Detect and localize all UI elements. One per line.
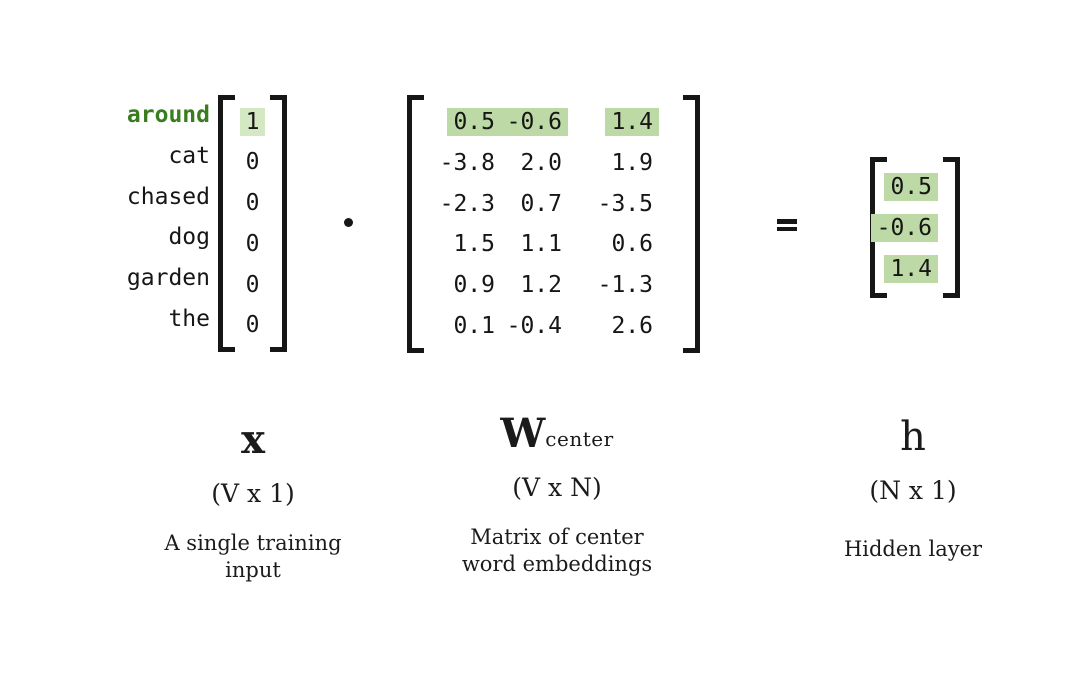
- center-embedding-matrix: 0.5 -0.6 1.4 -3.8 2.0 1.9 -2.3 0.7 -3.5 …: [407, 95, 700, 353]
- dims-w: (V x N): [512, 473, 602, 502]
- matrix-cell: -0.4: [506, 312, 562, 339]
- one-hot-value: 0: [245, 190, 260, 217]
- vocabulary-word-list: around cat chased dog garden the: [70, 95, 210, 352]
- equals-operator: [777, 219, 797, 231]
- label-group-x: x (V x 1) A single training input: [103, 418, 403, 584]
- dims-x: (V x 1): [211, 479, 295, 508]
- matrix-cell: -2.3: [439, 190, 495, 217]
- matrix-row: 0.9 1.2 -1.3: [407, 265, 700, 306]
- matrix-cell: 0.5: [447, 108, 501, 137]
- matrix-cell: -1.3: [597, 272, 653, 299]
- matrix-cell: 0.7: [520, 190, 562, 217]
- matrix-cell: 1.4: [605, 108, 659, 137]
- subscript-center: center: [545, 427, 614, 451]
- vocab-word-dog: dog: [168, 224, 210, 251]
- right-bracket: [943, 157, 960, 298]
- hidden-value: 1.4: [884, 254, 938, 283]
- hidden-value: 0.5: [884, 172, 938, 201]
- matrix-cell: 0.1: [453, 312, 495, 339]
- vocab-word-chased: chased: [126, 183, 210, 210]
- symbol-h: h: [900, 414, 926, 460]
- one-hot-value: 0: [245, 312, 260, 339]
- desc-w: Matrix of center word embeddings: [461, 525, 653, 576]
- one-hot-input-vector: 1 0 0 0 0 0: [218, 95, 287, 352]
- one-hot-value: 0: [245, 271, 260, 298]
- label-group-h: h (N x 1) Hidden layer: [763, 415, 1063, 563]
- matrix-cell: 2.0: [520, 149, 562, 176]
- matrix-cell: -3.8: [439, 149, 495, 176]
- label-group-w-center: Wcenter (V x N) Matrix of center word em…: [407, 412, 707, 578]
- matrix-row-highlighted: 0.5 -0.6 1.4: [407, 102, 700, 143]
- symbol-w-center: Wcenter: [500, 410, 614, 457]
- matrix-row: 1.5 1.1 0.6: [407, 224, 700, 265]
- left-bracket: [407, 95, 424, 353]
- one-hot-value-active: 1: [239, 107, 266, 136]
- matrix-cell: 2.6: [611, 312, 653, 339]
- vocab-word-garden: garden: [126, 265, 210, 292]
- hidden-layer-vector: 0.5 -0.6 1.4: [870, 157, 960, 298]
- right-bracket: [270, 95, 287, 352]
- matrix-cell: 0.9: [453, 272, 495, 299]
- desc-x: A single training input: [164, 531, 342, 582]
- multiply-dot-operator: [344, 218, 353, 227]
- one-hot-value: 0: [245, 230, 260, 257]
- vocab-word-cat: cat: [168, 143, 210, 170]
- matrix-row: 0.1 -0.4 2.6: [407, 305, 700, 346]
- matrix-cell: 1.5: [453, 231, 495, 258]
- vocab-word-around: around: [126, 102, 210, 129]
- matrix-cell: 0.6: [611, 231, 653, 258]
- matrix-row: -2.3 0.7 -3.5: [407, 183, 700, 224]
- matrix-cell: 1.1: [520, 231, 562, 258]
- one-hot-value: 0: [245, 149, 260, 176]
- matrix-cell: 1.9: [611, 149, 653, 176]
- matrix-cell: -3.5: [597, 190, 653, 217]
- desc-h: Hidden layer: [843, 537, 983, 561]
- matrix-cell: -0.6: [500, 108, 568, 137]
- hidden-value: -0.6: [870, 213, 938, 242]
- symbol-x: x: [241, 416, 265, 463]
- right-bracket: [683, 95, 700, 353]
- vocab-word-the: the: [168, 305, 210, 332]
- left-bracket: [218, 95, 235, 352]
- matrix-cell: 1.2: [520, 272, 562, 299]
- matrix-row: -3.8 2.0 1.9: [407, 143, 700, 184]
- dims-h: (N x 1): [869, 476, 957, 505]
